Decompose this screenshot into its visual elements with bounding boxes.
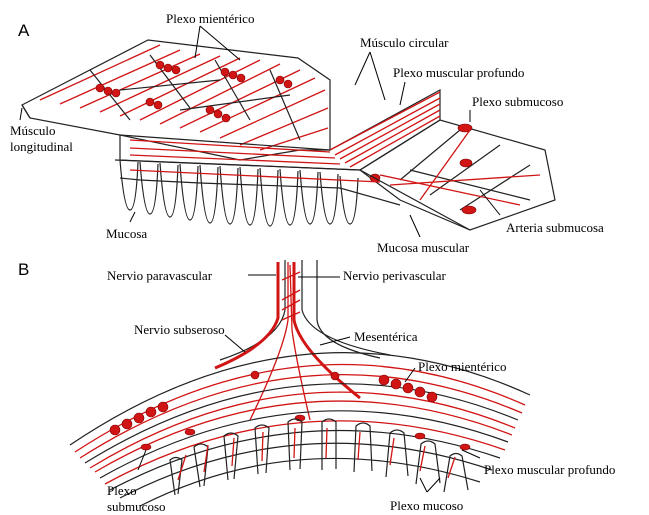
label-deep-muscular-plexus-a: Plexo muscular profundo	[393, 65, 524, 80]
label-perivascular-nerve: Nervio perivascular	[343, 268, 447, 283]
label-submucosal-plexus-b-line1: Plexo	[107, 483, 137, 498]
label-circular-muscle: Músculo circular	[360, 35, 449, 50]
label-mesenteric: Mesentérica	[354, 329, 418, 344]
label-myenteric-plexus-b: Plexo mientérico	[418, 359, 506, 374]
panel-b-illustration	[70, 260, 530, 506]
label-submucosal-plexus-a: Plexo submucoso	[472, 94, 563, 109]
label-subserosal-nerve: Nervio subseroso	[134, 322, 225, 337]
label-deep-muscular-plexus-b: Plexo muscular profundo	[484, 462, 615, 477]
label-submucosal-artery: Arteria submucosa	[506, 220, 604, 235]
label-longitudinal-muscle-line2: longitudinal	[10, 139, 73, 154]
label-mucosa: Mucosa	[106, 226, 147, 241]
panel-b-letter: B	[18, 260, 29, 279]
label-submucosal-plexus-b-line2: submucoso	[107, 499, 166, 514]
circular-muscle-fibers	[130, 92, 440, 167]
mucosa-villi	[120, 160, 358, 226]
label-myenteric-plexus-a: Plexo mientérico	[166, 11, 254, 26]
label-mucosal-plexus: Plexo mucoso	[390, 498, 463, 513]
label-muscularis-mucosae: Mucosa muscular	[377, 240, 470, 255]
label-paravascular-nerve: Nervio paravascular	[107, 268, 213, 283]
longitudinal-muscle-fibers	[40, 45, 328, 150]
paravascular-nerve-path	[215, 262, 278, 368]
panel-a-letter: A	[18, 21, 30, 40]
panel-a-illustration	[20, 26, 555, 237]
label-longitudinal-muscle-line1: Músculo	[10, 123, 56, 138]
panel-a-pointers	[20, 26, 500, 237]
